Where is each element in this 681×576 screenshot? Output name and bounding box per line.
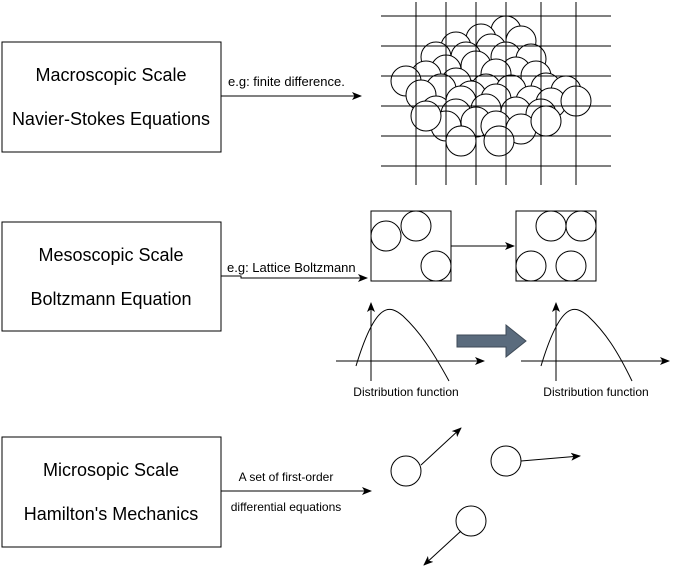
- particle-circle: [555, 250, 587, 282]
- distribution-label-right: Distribution function: [543, 385, 648, 399]
- continuum-circle: [530, 105, 562, 137]
- particle-circle: [420, 250, 452, 282]
- distribution-plot-left: Distribution function: [336, 302, 485, 399]
- micro-scale-box: [1, 436, 222, 548]
- meso-subtitle: Boltzmann Equation: [30, 289, 191, 309]
- velocity-vector: [520, 452, 581, 462]
- molecule-circle: [455, 505, 487, 537]
- finite-difference-grid: [381, 2, 611, 185]
- continuum-circle: [445, 125, 477, 157]
- evolution-block-arrow: [456, 323, 527, 359]
- particle-circle: [565, 210, 597, 242]
- molecule-circle: [490, 445, 522, 477]
- molecule-circle: [390, 455, 422, 487]
- particle-circle: [400, 210, 432, 242]
- macro-subtitle: Navier-Stokes Equations: [12, 109, 210, 129]
- macro-scale-group: Macroscopic Scale Navier-Stokes Equation…: [1, 2, 611, 185]
- meso-title: Mesoscopic Scale: [38, 245, 183, 265]
- meso-scale-group: Mesoscopic Scale Boltzmann Equation e.g:…: [1, 210, 670, 399]
- distribution-curve: [540, 309, 633, 382]
- continuum-circle: [483, 125, 515, 157]
- macro-scale-box: [1, 41, 222, 153]
- micro-method-line1: A set of first-order: [239, 470, 334, 484]
- micro-method-line2: differential equations: [231, 500, 342, 514]
- particle-circle: [535, 210, 567, 242]
- particle-circle: [515, 250, 547, 282]
- velocity-vector: [423, 530, 462, 566]
- micro-subtitle: Hamilton's Mechanics: [24, 504, 199, 524]
- micro-scale-group: Microsopic Scale Hamilton's Mechanics A …: [1, 427, 581, 566]
- macro-method-label: e.g: finite difference.: [228, 74, 345, 89]
- distribution-label-left: Distribution function: [353, 385, 458, 399]
- meso-scale-box: [1, 221, 222, 332]
- particle-circle: [370, 220, 402, 252]
- macro-title: Macroscopic Scale: [35, 65, 186, 85]
- continuum-circle: [410, 100, 442, 132]
- micro-title: Microsopic Scale: [43, 460, 179, 480]
- velocity-vector: [420, 427, 462, 466]
- distribution-plot-right: Distribution function: [521, 302, 670, 399]
- meso-method-label: e.g: Lattice Boltzmann: [227, 260, 356, 275]
- continuum-circles: [390, 15, 592, 157]
- meso-arrow: [221, 274, 368, 282]
- distribution-curve: [355, 309, 450, 382]
